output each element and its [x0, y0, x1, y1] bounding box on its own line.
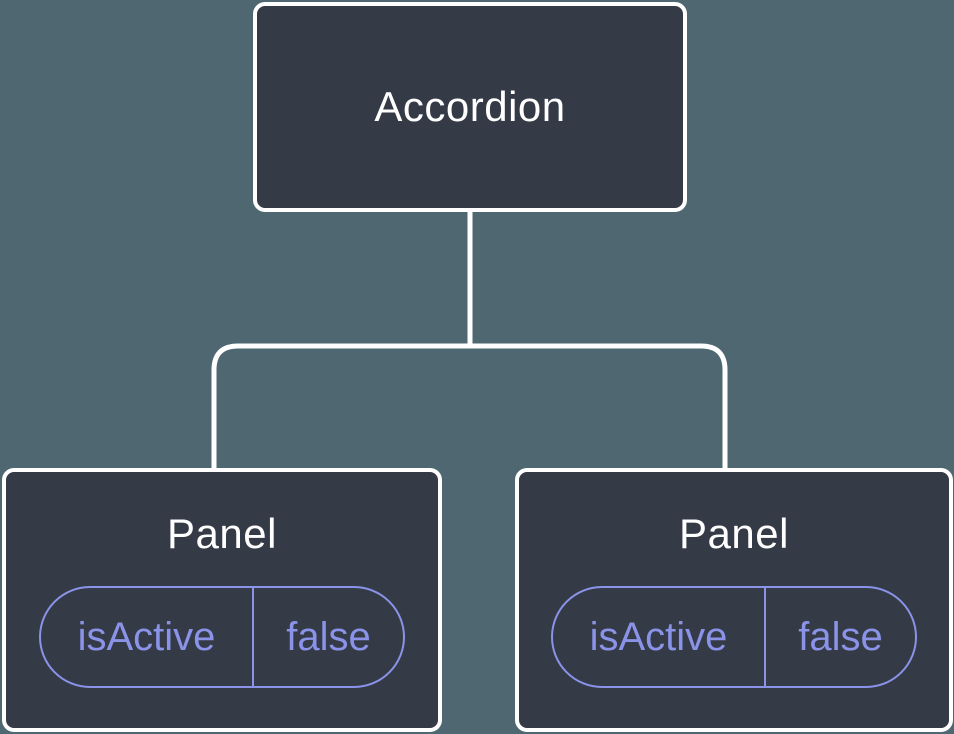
connector-bracket [211, 343, 728, 470]
panel-label: Panel [167, 510, 277, 557]
accordion-node: Accordion [253, 2, 687, 212]
state-pill: isActive false [551, 586, 917, 688]
state-value: false [798, 614, 883, 659]
state-value: false [286, 614, 371, 659]
panel-node-right: Panel isActive false [515, 468, 953, 732]
accordion-label: Accordion [374, 83, 566, 130]
pill-divider [764, 588, 766, 686]
state-pill: isActive false [39, 586, 405, 688]
state-key: isActive [77, 614, 216, 659]
state-key: isActive [589, 614, 728, 659]
panel-label: Panel [679, 510, 789, 557]
pill-divider [252, 588, 254, 686]
panel-node-left: Panel isActive false [2, 468, 442, 732]
